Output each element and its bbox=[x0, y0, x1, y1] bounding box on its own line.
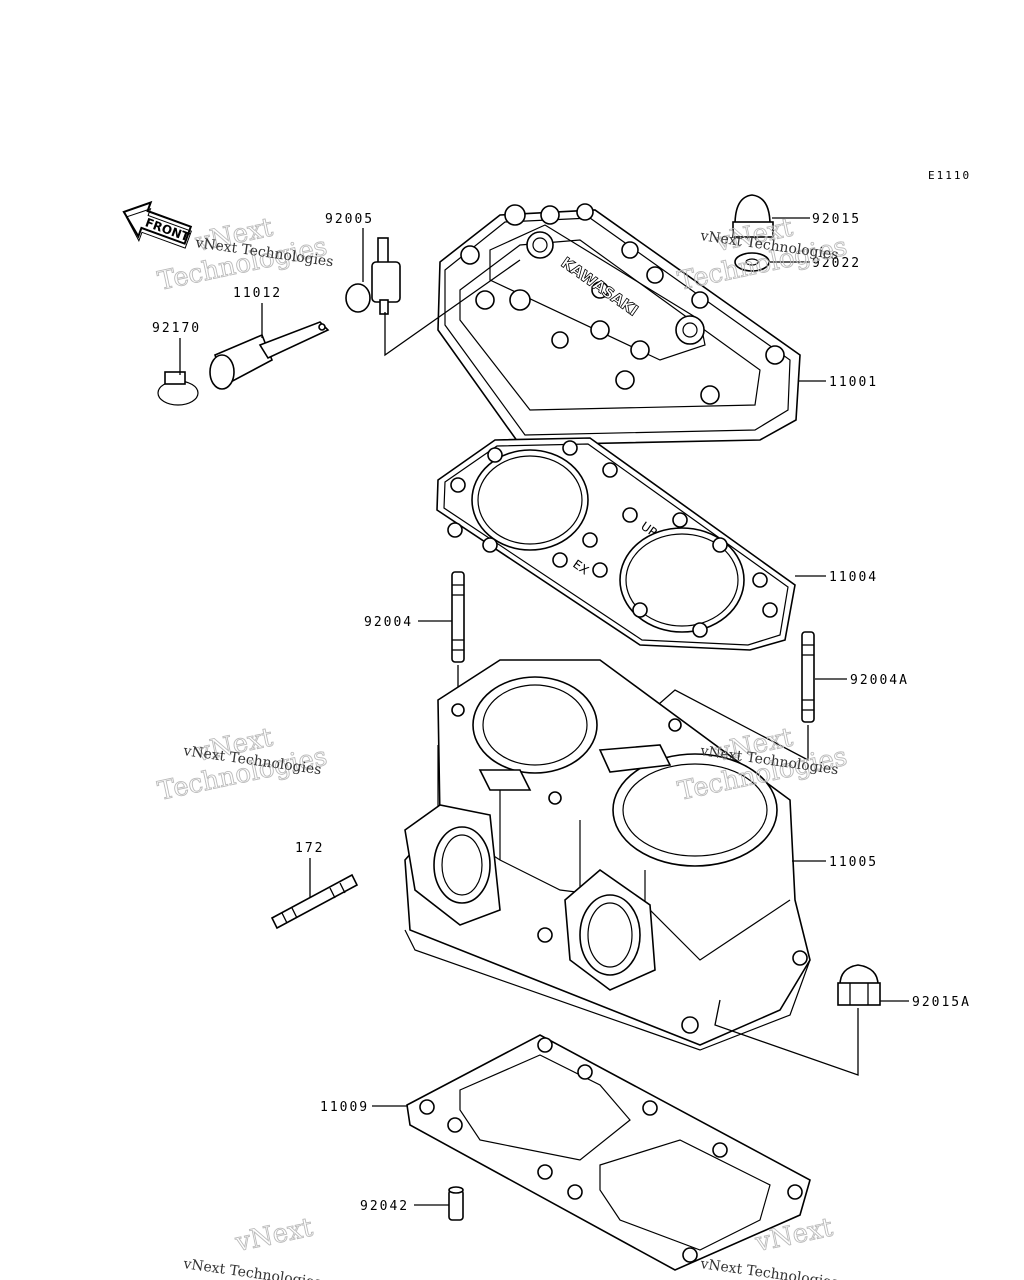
acorn-nut bbox=[837, 964, 881, 1006]
watermark-5: vNext bbox=[232, 1212, 317, 1259]
label-172: 172 bbox=[295, 841, 324, 856]
svg-text:vNext: vNext bbox=[232, 1212, 316, 1258]
dowel-pin bbox=[448, 1186, 464, 1221]
watermark-6-caption: vNext Technologies bbox=[698, 1256, 839, 1280]
front-arrow-icon: FRONT bbox=[122, 200, 193, 249]
label-92005: 92005 bbox=[325, 212, 374, 227]
stud-92004 bbox=[451, 571, 465, 663]
cylinder-head: KAWASAKI bbox=[437, 203, 801, 446]
washer bbox=[734, 252, 770, 272]
base-gasket bbox=[406, 1034, 811, 1271]
stud-92004a bbox=[801, 631, 815, 723]
label-92015: 92015 bbox=[812, 212, 861, 227]
label-92004: 92004 bbox=[364, 615, 413, 630]
label-92042: 92042 bbox=[360, 1199, 409, 1214]
label-92022: 92022 bbox=[812, 256, 861, 271]
watermark-5-caption: vNext Technologies bbox=[181, 1256, 322, 1280]
label-11012: 11012 bbox=[233, 286, 282, 301]
part-labels: 92005 11012 92170 92015 92022 11001 1100… bbox=[152, 212, 971, 1214]
diagram-code: E1110 bbox=[928, 169, 971, 182]
cylinder-block bbox=[404, 659, 811, 1051]
label-11001: 11001 bbox=[829, 375, 878, 390]
cap-nut bbox=[732, 194, 774, 238]
stud-172 bbox=[270, 873, 359, 930]
label-11005: 11005 bbox=[829, 855, 878, 870]
label-11009: 11009 bbox=[320, 1100, 369, 1115]
label-92004a: 92004A bbox=[850, 673, 909, 688]
clamp-part bbox=[157, 371, 199, 406]
head-gasket: UP EX bbox=[436, 437, 796, 651]
nipple-fitting bbox=[345, 237, 401, 315]
label-92015a: 92015A bbox=[912, 995, 971, 1010]
watermark-2: vNext Technologies bbox=[675, 212, 850, 297]
label-92170: 92170 bbox=[152, 321, 201, 336]
sensor-part bbox=[209, 321, 330, 390]
label-11004: 11004 bbox=[829, 570, 878, 585]
